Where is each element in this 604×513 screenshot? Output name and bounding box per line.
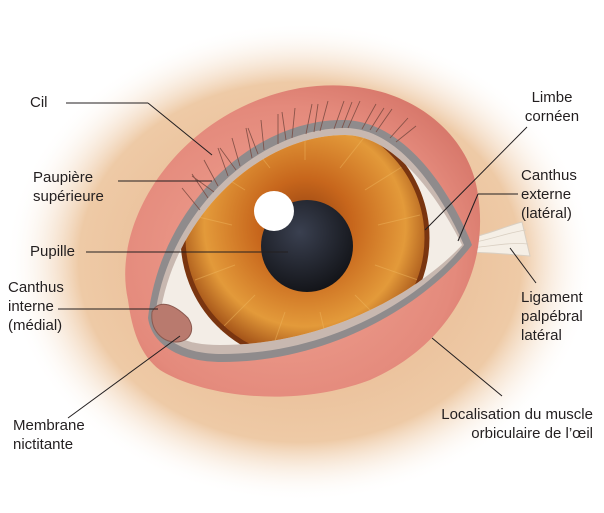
light-reflection <box>254 191 294 231</box>
label-limbe-corneen: Limbe cornéen <box>507 88 597 126</box>
label-ligament-palpebral: Ligament palpébral latéral <box>521 288 583 345</box>
label-membrane-nictitante: Membrane nictitante <box>13 416 85 454</box>
label-canthus-externe: Canthus externe (latéral) <box>521 166 577 223</box>
label-paupiere-superieure: Paupière supérieure <box>33 168 104 206</box>
label-pupille: Pupille <box>30 242 75 261</box>
label-cil: Cil <box>30 93 48 112</box>
label-muscle-orbiculaire: Localisation du muscle orbiculaire de l’… <box>390 405 593 443</box>
label-canthus-interne: Canthus interne (médial) <box>8 278 64 335</box>
